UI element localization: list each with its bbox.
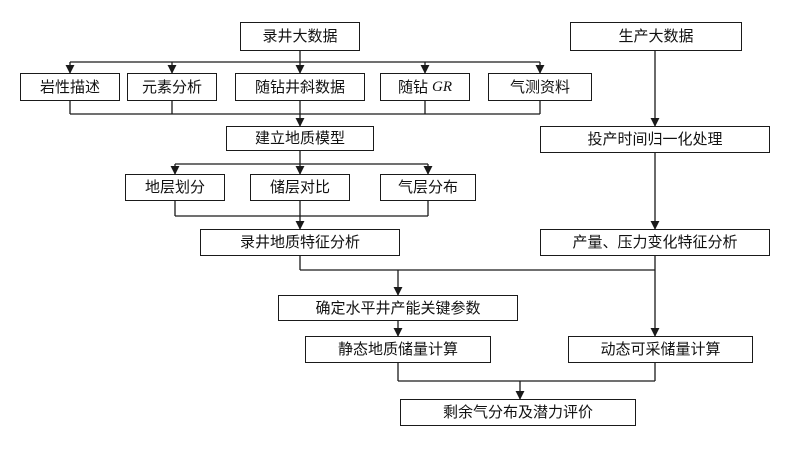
static-reserves-calc-label: 静态地质储量计算 bbox=[337, 340, 458, 358]
lithology-description-box: 岩性描述 bbox=[20, 73, 120, 101]
gas-layer-distribution-box: 气层分布 bbox=[380, 174, 476, 201]
mudlog-geologic-feature-analysis-box: 录井地质特征分析 bbox=[200, 229, 400, 256]
strata-division-label: 地层划分 bbox=[144, 178, 205, 196]
element-analysis-box: 元素分析 bbox=[127, 73, 217, 101]
lithology-description-label: 岩性描述 bbox=[39, 77, 100, 96]
remaining-gas-potential-eval-label: 剩余气分布及潜力评价 bbox=[442, 403, 593, 421]
rate-pressure-change-analysis-box: 产量、压力变化特征分析 bbox=[540, 229, 770, 256]
mudlog-geologic-feature-analysis-label: 录井地质特征分析 bbox=[239, 233, 360, 251]
production-big-data-box: 生产大数据 bbox=[570, 22, 742, 51]
gas-logging-data-label: 气测资料 bbox=[509, 77, 570, 96]
gas-layer-distribution-label: 气层分布 bbox=[397, 178, 458, 196]
mudlog-big-data-label: 录井大数据 bbox=[262, 27, 338, 45]
reservoir-correlation-label: 储层对比 bbox=[269, 178, 330, 196]
remaining-gas-potential-eval-box: 剩余气分布及潜力评价 bbox=[400, 399, 636, 426]
element-analysis-label: 元素分析 bbox=[141, 77, 202, 96]
horizontal-well-key-params-box: 确定水平井产能关键参数 bbox=[278, 295, 518, 321]
dynamic-reserves-calc-box: 动态可采储量计算 bbox=[568, 336, 753, 363]
dynamic-reserves-calc-label: 动态可采储量计算 bbox=[600, 340, 721, 358]
lwd-gr-suffix: GR bbox=[432, 78, 452, 95]
production-time-normalization-label: 投产时间归一化处理 bbox=[587, 130, 723, 148]
gas-logging-data-box: 气测资料 bbox=[488, 73, 592, 101]
build-geologic-model-label: 建立地质模型 bbox=[254, 129, 345, 147]
rate-pressure-change-analysis-label: 产量、压力变化特征分析 bbox=[572, 233, 738, 251]
lwd-deviation-data-box: 随钻井斜数据 bbox=[235, 73, 365, 101]
build-geologic-model-box: 建立地质模型 bbox=[226, 126, 374, 151]
mudlog-big-data-box: 录井大数据 bbox=[240, 22, 360, 51]
lwd-deviation-data-label: 随钻井斜数据 bbox=[254, 77, 345, 96]
horizontal-well-key-params-label: 确定水平井产能关键参数 bbox=[315, 298, 481, 317]
production-big-data-label: 生产大数据 bbox=[618, 27, 694, 45]
lwd-gr-prefix: 随钻 bbox=[397, 77, 428, 96]
reservoir-correlation-box: 储层对比 bbox=[250, 174, 350, 201]
static-reserves-calc-box: 静态地质储量计算 bbox=[305, 336, 491, 363]
production-time-normalization-box: 投产时间归一化处理 bbox=[540, 126, 770, 153]
strata-division-box: 地层划分 bbox=[125, 174, 225, 201]
